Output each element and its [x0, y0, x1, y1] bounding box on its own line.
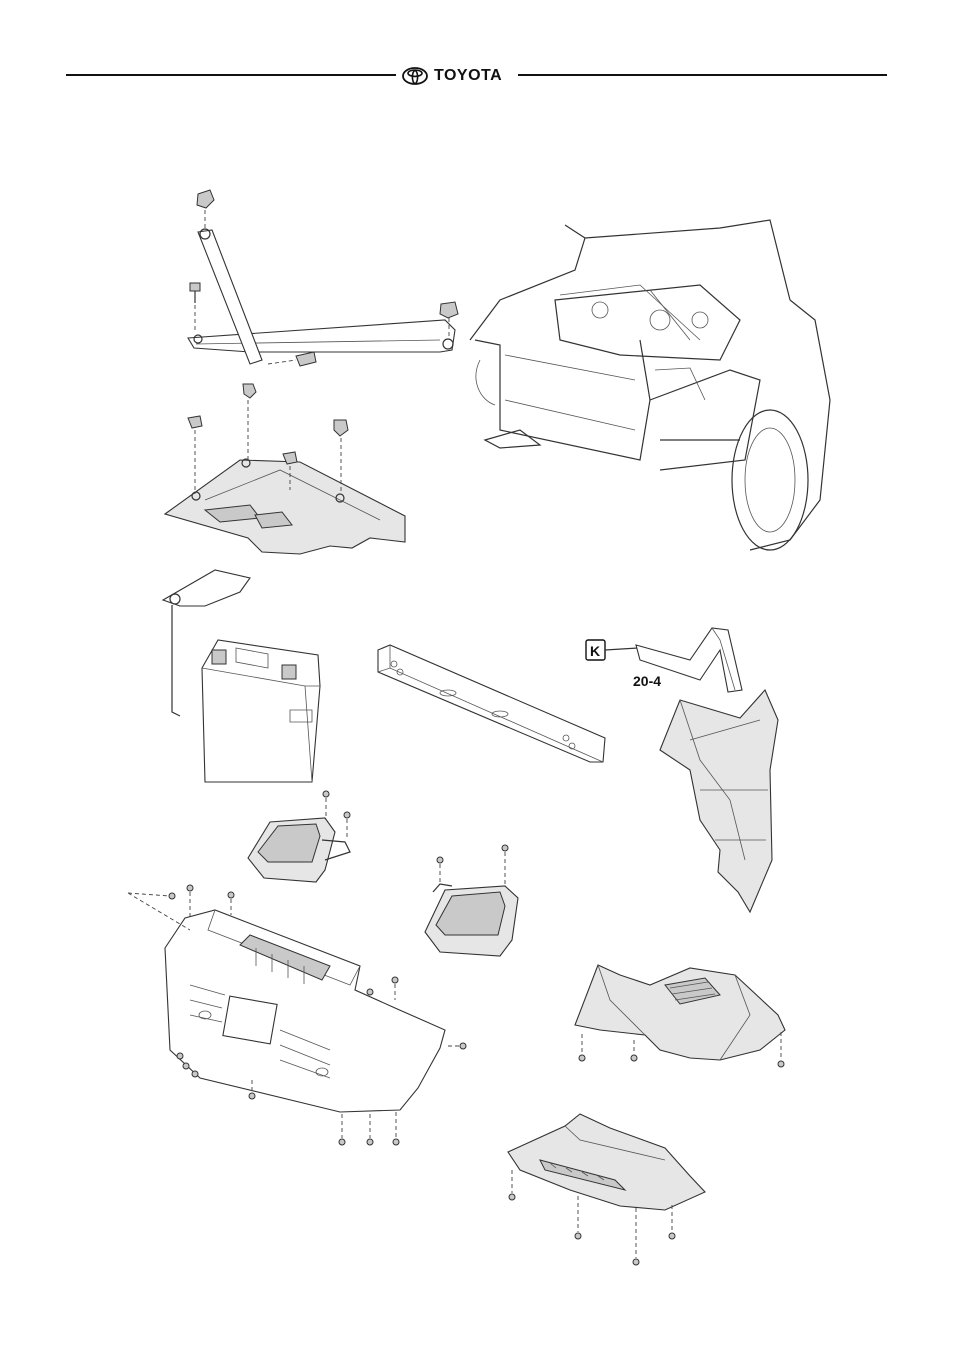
reference-callout: K 20-4: [586, 628, 742, 692]
front-bumper-cover: [128, 885, 466, 1145]
engine-under-cover: [575, 965, 785, 1067]
fog-lamp-left: [248, 791, 350, 882]
battery-assembly: [163, 570, 320, 782]
engine-cover: [165, 384, 405, 554]
fender-liner: [660, 690, 778, 912]
strut-brace-assembly: [188, 190, 458, 366]
ref-number: 20-4: [633, 673, 661, 689]
lower-under-cover: [508, 1114, 705, 1265]
vehicle-front-view: [470, 220, 830, 550]
bumper-reinforcement: [378, 645, 605, 762]
ref-letter: K: [590, 643, 600, 659]
fog-lamp-right: [425, 845, 518, 956]
